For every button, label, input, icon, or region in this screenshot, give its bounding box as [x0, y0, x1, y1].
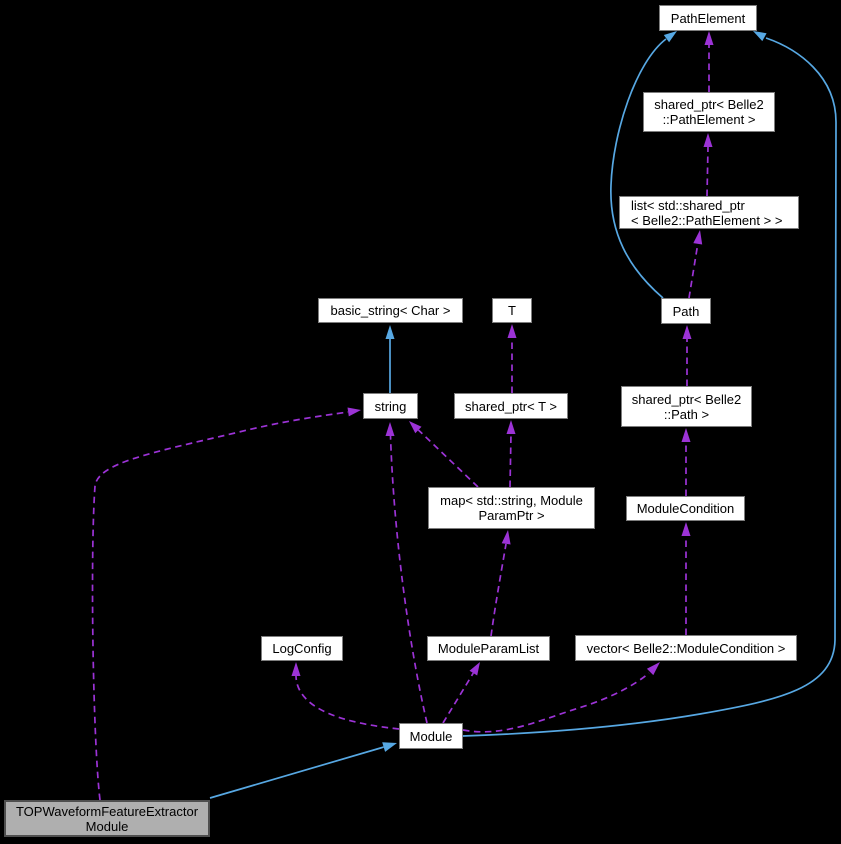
node-shared-ptr-path: shared_ptr< Belle2 ::Path > [621, 386, 752, 427]
edge-map-to-shared-ptr-t [506, 420, 516, 488]
edge-moduleparamlist-to-map [490, 530, 511, 637]
node-label: Path [672, 303, 700, 319]
node-label: ModuleCondition [636, 501, 735, 516]
node-label-line1: shared_ptr< Belle2 [654, 97, 764, 112]
edge-module-to-vector [462, 662, 660, 733]
node-label-line1: TOPWaveformFeatureExtractor [15, 803, 199, 819]
node-label: string [374, 398, 407, 414]
node-pathelement[interactable]: PathElement [659, 5, 757, 31]
edge-path-to-pathelement [610, 31, 677, 299]
edge-topwaveform-to-module [209, 742, 397, 799]
node-label-line1: shared_ptr< Belle2 [631, 391, 742, 407]
node-list-shared-ptr: list< std::shared_ptr < Belle2::PathElem… [619, 196, 799, 229]
node-shared-ptr-t: shared_ptr< T > [454, 393, 568, 419]
edge-vector-to-modulecondition [681, 522, 691, 635]
node-label: T [508, 303, 516, 318]
node-label: shared_ptr< T > [464, 398, 558, 414]
node-path[interactable]: Path [661, 298, 711, 324]
edge-shared-ptr-t-to-t [507, 324, 517, 393]
node-t: T [492, 298, 532, 323]
node-label-line2: ::Path > [663, 406, 710, 422]
node-label: LogConfig [272, 641, 332, 656]
edge-module-to-logconfig [291, 662, 400, 730]
node-label: ModuleParamList [437, 641, 540, 656]
edge-modulecondition-to-shared-ptr-path [681, 428, 691, 496]
node-label: Module [409, 728, 453, 744]
node-label-line1: map< std::string, Module [440, 493, 583, 508]
edge-module-to-string [385, 422, 428, 724]
node-label-line2: ::PathElement > [662, 112, 756, 127]
edge-topwaveform-to-string [91, 407, 361, 801]
node-basic-string: basic_string< Char > [318, 298, 463, 323]
edge-module-to-pathelement [462, 31, 837, 737]
node-moduleparamlist[interactable]: ModuleParamList [427, 636, 550, 661]
edge-path-to-list [688, 230, 703, 299]
edge-list-to-shared-ptr-pathelement [703, 133, 713, 197]
edge-string-to-basic-string [385, 325, 395, 393]
node-shared-ptr-pathelement: shared_ptr< Belle2 ::PathElement > [643, 92, 775, 132]
node-topwaveformfeatureextractormodule-selected: TOPWaveformFeatureExtractor Module [4, 800, 210, 837]
node-vector-modulecondition: vector< Belle2::ModuleCondition > [575, 635, 797, 661]
node-label-line2: < Belle2::PathElement > > [631, 212, 783, 228]
edge-module-to-moduleparamlist [442, 662, 480, 724]
node-map-param: map< std::string, Module ParamPtr > [428, 487, 595, 529]
edge-shared-ptr-path-to-path [682, 325, 692, 386]
node-label-line1: list< std::shared_ptr [631, 197, 745, 213]
node-modulecondition[interactable]: ModuleCondition [626, 496, 745, 521]
node-string: string [363, 393, 418, 419]
node-label: PathElement [670, 10, 746, 26]
node-logconfig[interactable]: LogConfig [261, 636, 343, 661]
node-label: vector< Belle2::ModuleCondition > [586, 640, 786, 656]
node-label-line2: Module [85, 818, 129, 834]
node-label: basic_string< Char > [330, 303, 451, 318]
node-module[interactable]: Module [399, 723, 463, 749]
edge-shared-ptr-pathelement-to-pathelement [704, 31, 714, 92]
node-label-line2: ParamPtr > [478, 508, 545, 523]
edge-map-to-string [409, 421, 479, 488]
